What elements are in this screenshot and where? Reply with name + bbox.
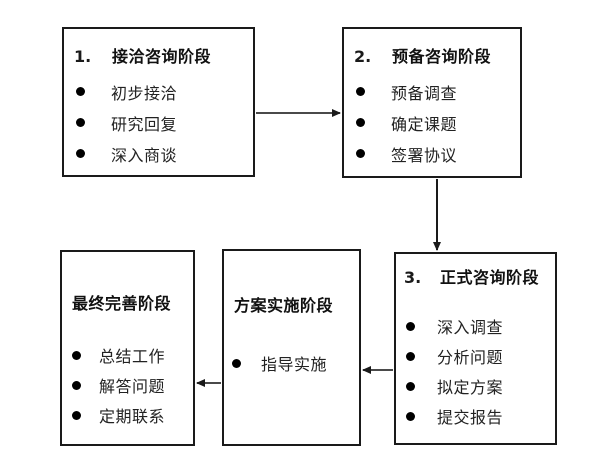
- list-item: 确定课题: [356, 107, 520, 138]
- stage-3-bullet-2: 拟定方案: [437, 378, 504, 397]
- stage-5-title: 最终完善阶段: [72, 294, 172, 313]
- list-item: 深入调查: [406, 311, 555, 341]
- stage-4-header: 方案实施阶段: [234, 292, 359, 316]
- stage-2-title: 预备咨询阶段: [392, 47, 492, 66]
- stage-box-1[interactable]: 1. 接洽咨询阶段 初步接洽 研究回复 深入商谈: [62, 27, 255, 177]
- stage-1-bullet-0: 初步接洽: [111, 83, 178, 103]
- stage-box-2[interactable]: 2. 预备咨询阶段 预备调查 确定课题 签署协议: [342, 27, 522, 178]
- list-item: 签署协议: [356, 138, 520, 169]
- stage-4-title: 方案实施阶段: [234, 296, 334, 315]
- stage-3-bullet-0: 深入调查: [437, 318, 504, 337]
- stage-3-number: 3.: [404, 268, 422, 287]
- stage-1-bullet-list: 初步接洽 研究回复 深入商谈: [76, 76, 253, 169]
- bullet-dot-icon: [356, 87, 365, 96]
- stage-2-bullet-0: 预备调查: [391, 83, 458, 103]
- stage-box-4[interactable]: 方案实施阶段 指导实施: [222, 249, 361, 446]
- stage-5-header: 最终完善阶段: [72, 290, 193, 314]
- bullet-dot-icon: [72, 380, 81, 390]
- list-item: 深入商谈: [76, 138, 253, 169]
- bullet-dot-icon: [406, 321, 415, 331]
- stage-1-header: 1. 接洽咨询阶段: [74, 43, 253, 67]
- list-item: 总结工作: [72, 340, 193, 370]
- stage-box-3[interactable]: 3. 正式咨询阶段 深入调查 分析问题 拟定方案 提交报告: [394, 252, 557, 445]
- bullet-dot-icon: [76, 149, 85, 158]
- stage-1-bullet-1: 研究回复: [111, 114, 178, 134]
- list-item: 研究回复: [76, 107, 253, 138]
- list-item: 指导实施: [232, 348, 359, 378]
- list-item: 初步接洽: [76, 76, 253, 107]
- stage-1-number: 1.: [74, 47, 92, 66]
- list-item: 拟定方案: [406, 371, 555, 401]
- bullet-dot-icon: [406, 351, 415, 361]
- bullet-dot-icon: [356, 118, 365, 127]
- bullet-dot-icon: [406, 411, 415, 421]
- stage-2-number: 2.: [354, 47, 372, 66]
- bullet-dot-icon: [76, 118, 85, 127]
- stage-2-bullet-1: 确定课题: [391, 114, 458, 134]
- list-item: 提交报告: [406, 401, 555, 431]
- stage-5-bullet-0: 总结工作: [99, 347, 166, 366]
- stage-5-bullet-1: 解答问题: [99, 377, 166, 396]
- stage-3-bullet-1: 分析问题: [437, 348, 504, 367]
- list-item: 预备调查: [356, 76, 520, 107]
- list-item: 解答问题: [72, 370, 193, 400]
- stage-3-title: 正式咨询阶段: [440, 268, 540, 287]
- stage-2-bullet-list: 预备调查 确定课题 签署协议: [356, 76, 520, 169]
- bullet-dot-icon: [232, 358, 241, 368]
- stage-3-header: 3. 正式咨询阶段: [404, 264, 555, 288]
- stage-1-bullet-2: 深入商谈: [111, 145, 178, 165]
- stage-3-bullet-list: 深入调查 分析问题 拟定方案 提交报告: [406, 311, 555, 431]
- bullet-dot-icon: [406, 381, 415, 391]
- stage-4-bullet-list: 指导实施: [232, 348, 359, 378]
- stage-2-header: 2. 预备咨询阶段: [354, 43, 520, 67]
- bullet-dot-icon: [76, 87, 85, 96]
- bullet-dot-icon: [72, 350, 81, 360]
- stage-1-title: 接洽咨询阶段: [112, 47, 212, 66]
- bullet-dot-icon: [72, 410, 81, 420]
- list-item: 定期联系: [72, 400, 193, 430]
- stage-5-bullet-list: 总结工作 解答问题 定期联系: [72, 340, 193, 430]
- stage-5-bullet-2: 定期联系: [99, 407, 166, 426]
- bullet-dot-icon: [356, 149, 365, 158]
- stage-3-bullet-3: 提交报告: [437, 408, 504, 427]
- list-item: 分析问题: [406, 341, 555, 371]
- stage-4-bullet-0: 指导实施: [261, 355, 328, 374]
- stage-2-bullet-2: 签署协议: [391, 145, 458, 165]
- stage-box-5[interactable]: 最终完善阶段 总结工作 解答问题 定期联系: [60, 250, 195, 446]
